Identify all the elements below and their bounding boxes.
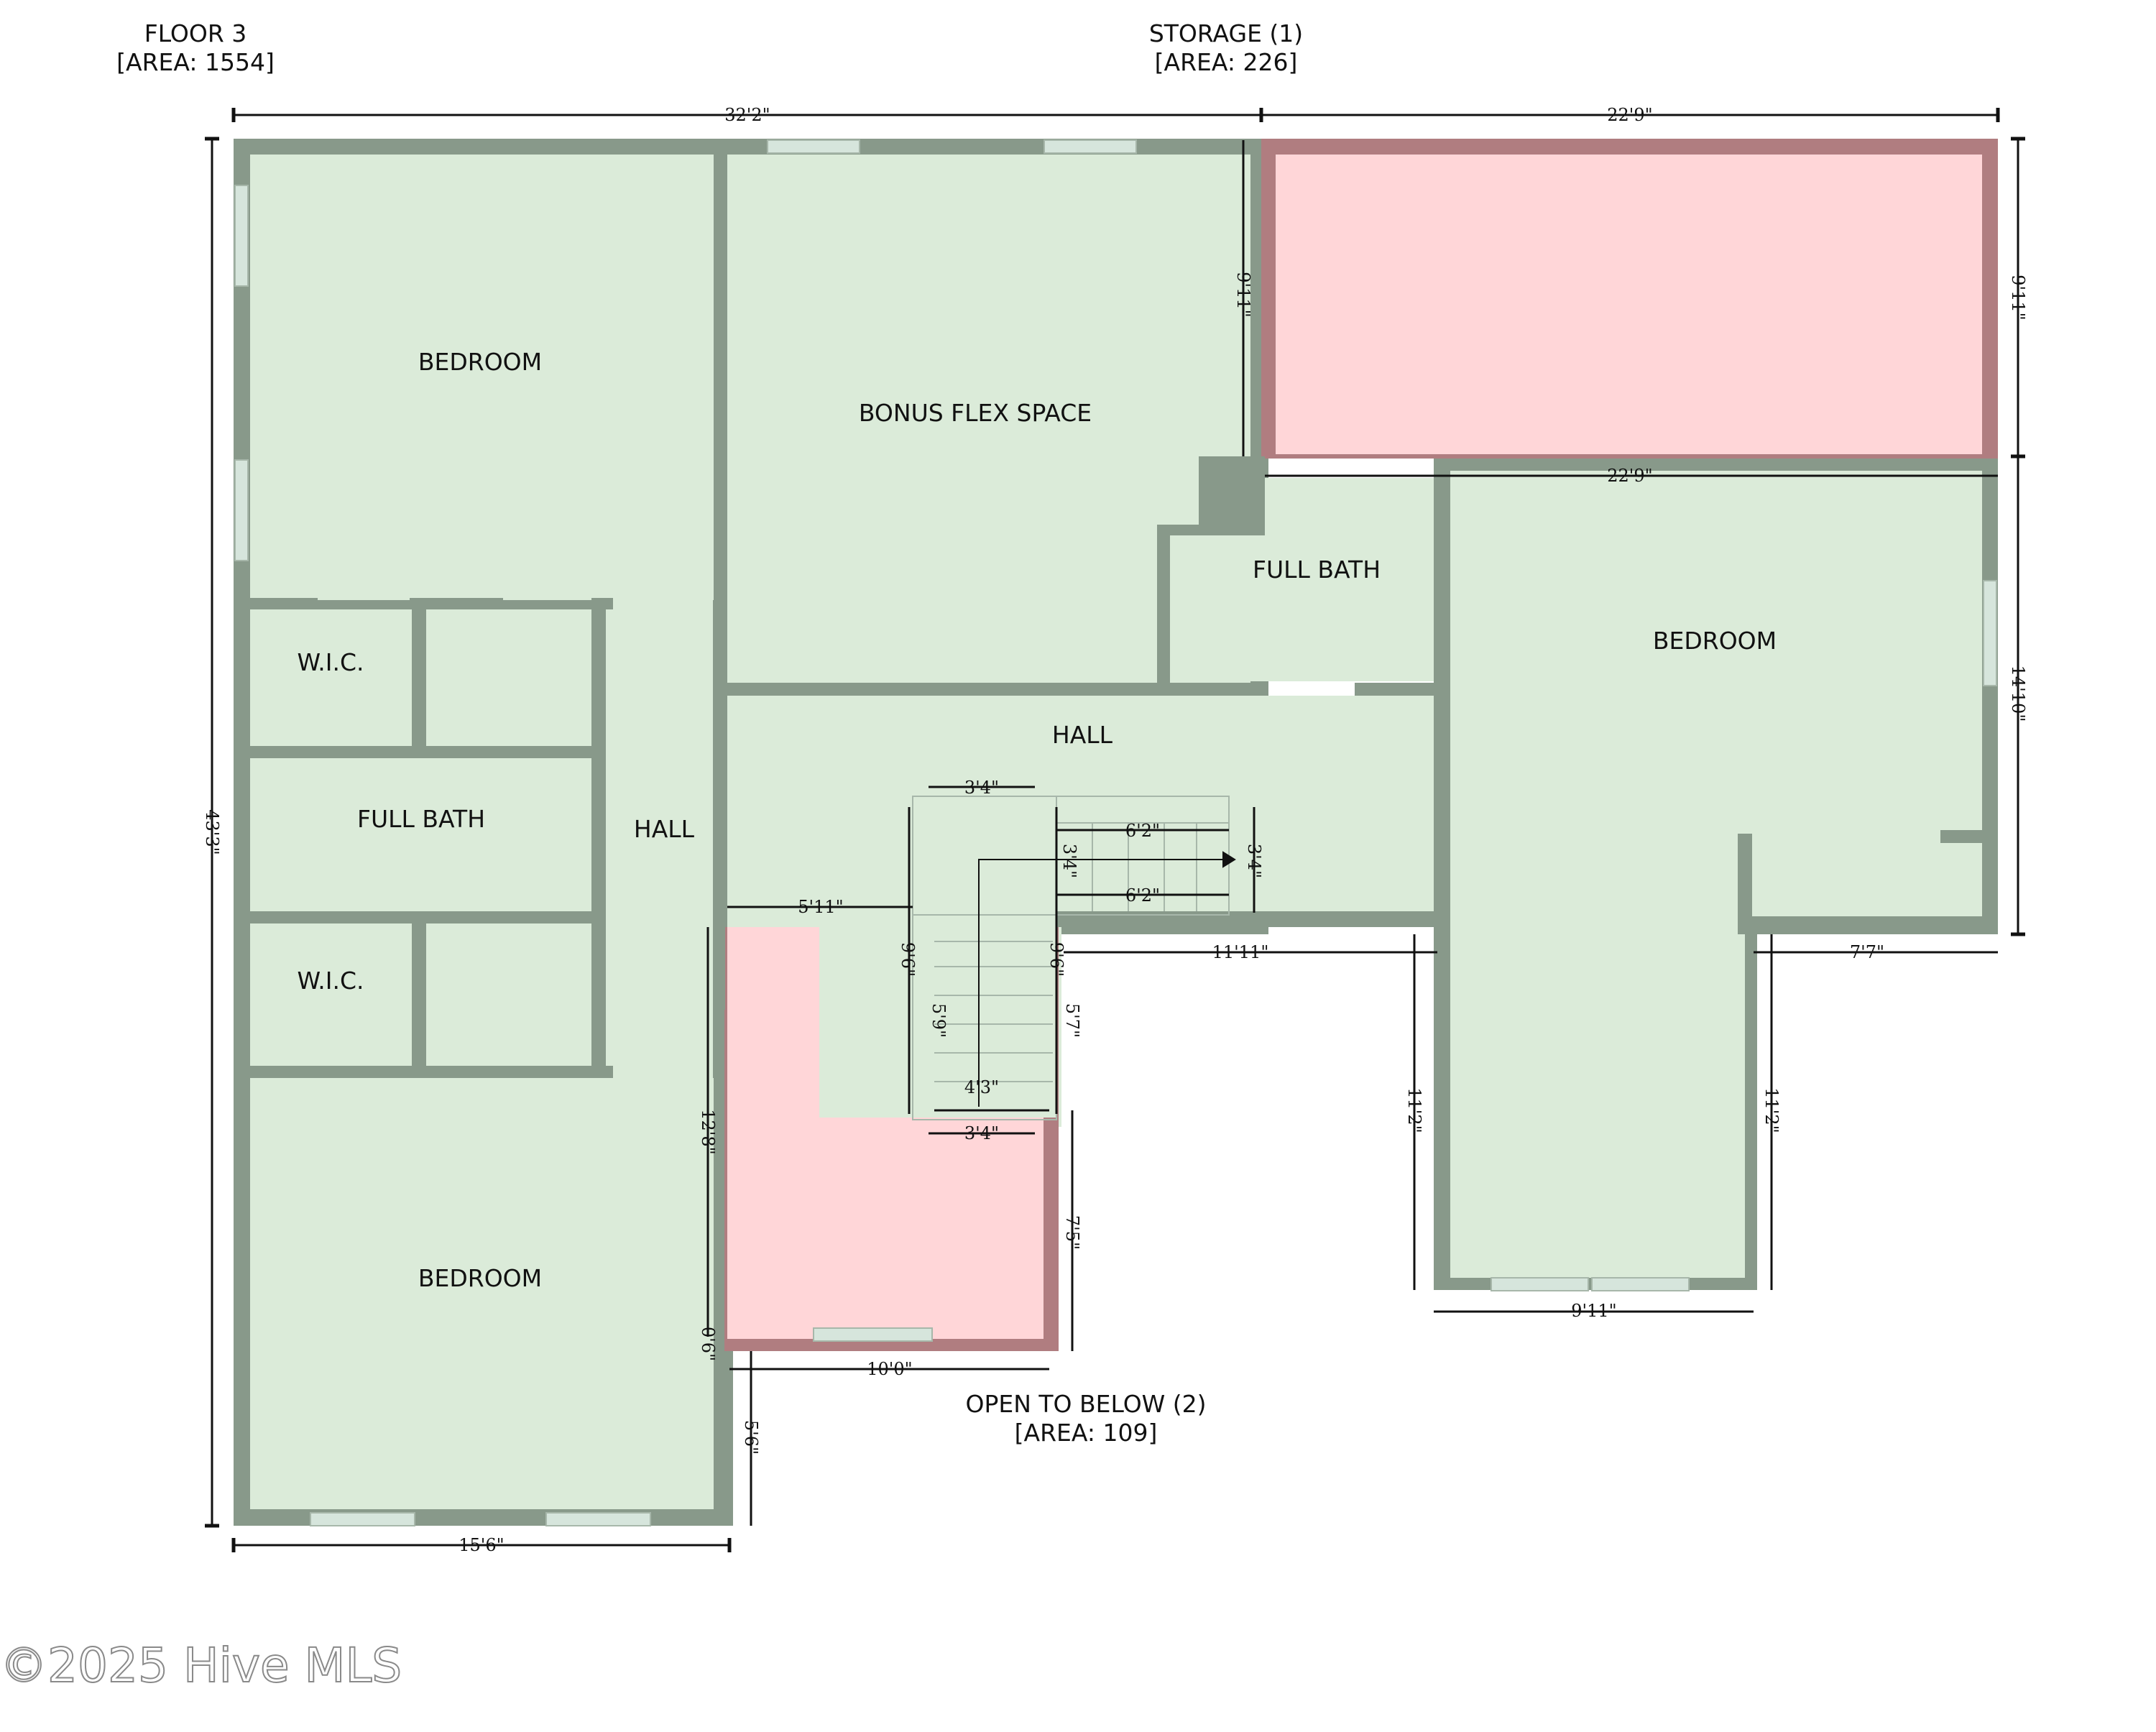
dim-hall-width: 5'11" [798,897,843,917]
dim-bedroom-e-width: 22'9" [1607,466,1652,486]
dim-top-left: 32'2" [724,105,770,125]
dim-stair-vert-4: 5'7" [1062,1003,1082,1038]
window-nw-1 [234,185,249,287]
dim-ext-right: 7'7" [1850,942,1884,962]
dim-open-below-h: 12'8" [698,1109,718,1154]
dim-bottom-left: 15'6" [459,1535,504,1555]
room-label-wic-1: W.I.C. [297,648,364,676]
dim-stair-vert-1: 9'6" [898,942,918,977]
dim-stair-top: 3'4" [964,778,999,798]
window-east [1983,580,1997,686]
open-below-area: [AREA: 109] [1015,1419,1158,1447]
room-labels: BEDROOM BONUS FLEX SPACE FULL BATH BEDRO… [297,348,1777,1292]
room-label-hall-center: HALL [1052,721,1113,749]
dim-ext-h-left: 11'2" [1404,1087,1424,1133]
dim-stair-run-2: 6'2" [1125,885,1160,906]
dim-ext-h-right: 11'2" [1761,1087,1782,1133]
room-label-bedroom-sw: BEDROOM [418,1264,542,1292]
room-label-full-bath-w: FULL BATH [357,805,485,833]
window-ext-1 [1491,1277,1589,1291]
dim-open-below-depth: 7'5" [1062,1215,1082,1250]
storage-title: STORAGE (1) [1149,19,1303,47]
watermark: ©2025 Hive MLS [0,1638,402,1693]
storage-area: [AREA: 226] [1155,48,1298,76]
dim-stair-vert-2: 9'6" [1046,942,1067,977]
open-below-title: OPEN TO BELOW (2) [965,1390,1206,1418]
room-label-wic-2: W.I.C. [297,967,364,995]
dimension-labels: 32'2" 22'9" 9'11" 9'11" 22'9" 14'10" 43'… [202,105,2028,1555]
dim-top-right: 22'9" [1607,105,1652,125]
window-bonus-1 [767,139,860,154]
room-label-hall-w: HALL [634,815,695,843]
dim-stair-bottom-1: 4'3" [964,1077,999,1097]
room-label-bedroom-e: BEDROOM [1653,627,1777,655]
dim-stair-side: 3'4" [1244,844,1264,878]
room-label-bonus-flex: BONUS FLEX SPACE [859,399,1092,427]
dim-stair-small: 3'4" [1059,844,1079,878]
dim-left-total: 43'3" [202,809,222,855]
room-label-full-bath-ne: FULL BATH [1253,556,1381,584]
dim-storage-height: 9'11" [1233,272,1253,317]
dim-stair-vert-3: 5'9" [929,1003,949,1038]
stairs [912,796,1236,1120]
storage-room [1261,139,1998,459]
window-sw-2 [545,1512,651,1526]
floor-area: [AREA: 1554] [116,48,275,76]
dim-small-offset: 0'6" [698,1327,718,1361]
open-to-below [724,927,1059,1351]
windows [234,139,1997,1526]
dim-ext-width: 9'11" [1571,1301,1616,1321]
dimension-lines [205,108,2025,1552]
room-fills [250,155,1982,1509]
window-open-below [813,1327,933,1342]
interior-walls [250,155,1982,1078]
dim-stair-run-1: 6'2" [1125,821,1160,841]
dim-bump: 5'6" [741,1420,761,1455]
window-ext-2 [1591,1277,1690,1291]
window-bonus-2 [1044,139,1137,154]
dim-right-lower: 14'10" [2008,665,2028,722]
dim-right-top: 9'11" [2008,275,2028,320]
window-sw-1 [310,1512,415,1526]
window-nw-2 [234,459,249,561]
room-label-bedroom-nw: BEDROOM [418,348,542,376]
dim-stair-bottom-2: 3'4" [964,1123,999,1143]
dim-open-below-width: 10'0" [867,1359,912,1379]
dim-hall-low-width: 11'11" [1212,942,1269,962]
floor-title: FLOOR 3 [144,19,247,47]
